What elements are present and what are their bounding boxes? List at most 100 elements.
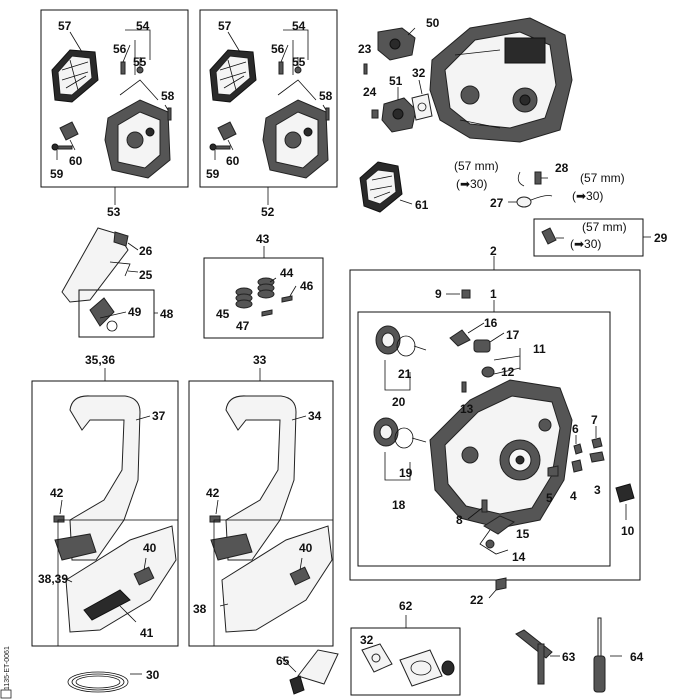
label-57: 57 — [58, 19, 72, 33]
air-filter-cover — [209, 49, 257, 103]
label-40: 40 — [299, 541, 313, 555]
part-4 — [571, 459, 583, 473]
part-10 — [615, 483, 635, 503]
box-62 — [350, 615, 461, 696]
label-63: 63 — [562, 650, 576, 664]
hose — [517, 171, 525, 187]
side-code: 1135-ET-0061 — [4, 646, 11, 690]
label-56: 56 — [113, 42, 127, 56]
air-filter-cover — [51, 49, 99, 103]
label-10: 10 — [621, 524, 635, 538]
label-29: 29 — [654, 231, 668, 245]
label-30: 30 — [146, 668, 160, 682]
label-13: 13 — [460, 402, 474, 416]
label-16: 16 — [484, 316, 498, 330]
box-33 — [188, 368, 334, 647]
label-49: 49 — [128, 305, 142, 319]
label-50: 50 — [426, 16, 440, 30]
carburetor-box — [262, 99, 329, 179]
label-37: 37 — [152, 409, 166, 423]
crankcase — [429, 379, 573, 529]
part-labels: 57 54 56 55 58 60 59 53 57 54 56 55 58 6… — [38, 16, 668, 682]
label-54: 54 — [292, 19, 306, 33]
label-32: 32 — [412, 66, 426, 80]
label-11: 11 — [533, 342, 546, 356]
label-8: 8 — [456, 513, 463, 527]
box-52 — [199, 9, 338, 205]
coil-30 — [67, 671, 142, 693]
label-55: 55 — [133, 55, 147, 69]
label-12: 12 — [501, 365, 515, 379]
label-45: 45 — [216, 307, 230, 321]
label-65: 65 — [276, 654, 290, 668]
label-20: 20 — [392, 395, 406, 409]
label-59: 59 — [50, 167, 64, 181]
label-43: 43 — [256, 232, 270, 246]
tool-63 — [515, 629, 560, 685]
box-2 — [349, 256, 641, 581]
label-1: 1 — [490, 287, 497, 301]
label-61: 61 — [415, 198, 429, 212]
part-7 — [591, 437, 603, 449]
fitting-28 — [534, 171, 542, 185]
box-35-36 — [31, 368, 179, 647]
label-48: 48 — [160, 307, 174, 321]
label-55: 55 — [292, 55, 306, 69]
label-32: 32 — [360, 633, 374, 647]
label-25: 25 — [139, 268, 153, 282]
label-57: 57 — [218, 19, 232, 33]
part-15 — [483, 515, 515, 535]
label-3: 3 — [594, 483, 601, 497]
label-60: 60 — [69, 154, 83, 168]
air-filter — [359, 161, 413, 213]
label-59: 59 — [206, 167, 220, 181]
tool-65 — [281, 649, 339, 695]
label-27: 27 — [490, 196, 504, 210]
tool-64 — [593, 617, 622, 693]
label-6: 6 — [572, 422, 579, 436]
screw-47 — [261, 309, 273, 317]
label-26: 26 — [139, 244, 153, 258]
label-21: 21 — [398, 367, 412, 381]
label-42: 42 — [206, 486, 220, 500]
hand-guard-cover — [219, 525, 333, 633]
label-14: 14 — [512, 550, 526, 564]
note-30: (➡30) — [456, 177, 487, 191]
engine-assembly — [429, 17, 573, 143]
note-30: (➡30) — [570, 237, 601, 251]
carburetor-part — [381, 87, 417, 133]
carburetor — [377, 27, 416, 61]
label-15: 15 — [516, 527, 530, 541]
label-38-39: 38,39 — [38, 572, 68, 586]
chain-brake — [61, 227, 139, 303]
oil-seal-19 — [373, 417, 427, 449]
label-17: 17 — [506, 328, 520, 342]
spring-45 — [235, 287, 253, 309]
part-22 — [495, 577, 507, 591]
hand-guard-cover — [63, 525, 177, 633]
side-code-box — [0, 689, 12, 699]
label-51: 51 — [389, 74, 403, 88]
screw-46 — [281, 295, 293, 303]
note-57mm: (57 mm) — [582, 220, 627, 234]
part-8 — [481, 499, 488, 513]
carburetor-box — [104, 99, 171, 179]
label-35-36: 35,36 — [85, 353, 115, 367]
label-4: 4 — [570, 489, 577, 503]
label-34: 34 — [308, 409, 322, 423]
box-43 — [203, 246, 324, 339]
part-16 — [449, 329, 471, 347]
label-33: 33 — [253, 353, 267, 367]
part-14 — [485, 539, 495, 549]
label-22: 22 — [470, 593, 484, 607]
label-28: 28 — [555, 161, 569, 175]
label-24: 24 — [363, 85, 377, 99]
part-5 — [547, 465, 559, 477]
oil-seal-21 — [375, 325, 427, 357]
label-58: 58 — [161, 89, 175, 103]
label-47: 47 — [236, 319, 250, 333]
label-40: 40 — [143, 541, 157, 555]
label-62: 62 — [399, 599, 413, 613]
label-46: 46 — [300, 279, 314, 293]
